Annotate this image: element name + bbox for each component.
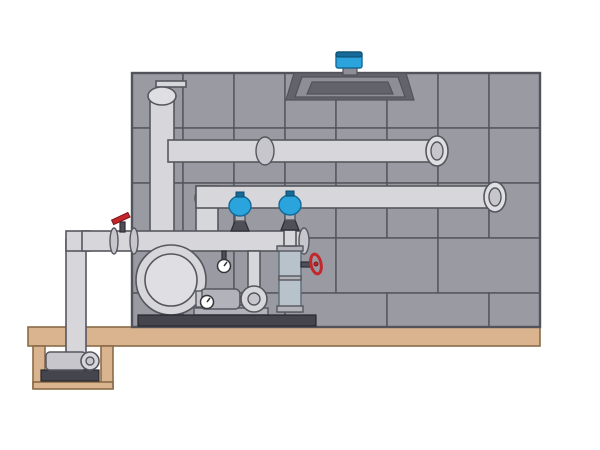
- floor-slab: [27, 326, 541, 347]
- manifold-flange: [109, 227, 119, 255]
- pipe-coupling: [255, 136, 275, 166]
- gauge-needle: [206, 297, 211, 303]
- pump-unit: [193, 285, 269, 316]
- butterfly-valve-handle: [110, 211, 131, 226]
- basin-interior: [306, 81, 394, 95]
- separator-vessel: [135, 244, 207, 316]
- tank-basin-opening: [285, 72, 415, 101]
- upper-pipe-end-cap-inner: [430, 141, 444, 161]
- standpipe-cap: [147, 86, 177, 106]
- tank-panel: [386, 292, 490, 328]
- filter-mid-band: [278, 275, 302, 281]
- valve-actuator-knob: [235, 191, 245, 198]
- tank-panel: [335, 237, 439, 294]
- tank-panel: [437, 237, 541, 294]
- tank-panel: [488, 292, 541, 328]
- pump-inlet: [247, 292, 261, 306]
- middle-pipe-end-cap-inner: [488, 187, 502, 207]
- filter-bottom-flange: [276, 305, 304, 313]
- level-sensor: [335, 51, 363, 76]
- valve-actuator-knob: [285, 190, 295, 197]
- control-valve-1: [228, 191, 252, 232]
- tank-panel: [488, 127, 541, 184]
- tank-panel: [488, 72, 541, 129]
- sump-pit: [32, 345, 114, 390]
- suction-manifold: [65, 211, 310, 356]
- sump-pump-base: [40, 369, 100, 382]
- filter-column-assembly: [276, 190, 323, 313]
- gauge-needle: [223, 261, 228, 267]
- butterfly-valve-stem: [119, 221, 126, 233]
- upper-pipe: [167, 135, 449, 167]
- sump-pump-end-hub: [85, 356, 95, 366]
- sump-pump-body: [45, 351, 87, 371]
- manifold-flange: [129, 227, 139, 255]
- valve-actuator-dome: [228, 195, 252, 217]
- valve-stem-pipe: [283, 229, 297, 247]
- separator-head: [144, 253, 198, 307]
- skid-frame-rail: [137, 314, 317, 327]
- drop-pipe: [65, 238, 87, 356]
- handwheel-hub: [313, 261, 319, 267]
- valve-actuator-dome: [278, 194, 302, 216]
- gauge-stem: [221, 250, 227, 261]
- tank-panel: [437, 72, 490, 129]
- red-handwheel: [309, 252, 323, 276]
- standpipe-body: [149, 95, 175, 239]
- middle-pipe: [194, 181, 507, 237]
- skid-frame: [137, 314, 317, 327]
- tank-panel: [182, 72, 235, 129]
- floor-platform: [27, 326, 541, 347]
- tank-panel: [233, 72, 286, 129]
- upper-pipe-body: [167, 139, 435, 163]
- overflow-pipe: [155, 80, 187, 88]
- pit-floor: [32, 381, 114, 390]
- sensor-top-band: [335, 51, 363, 58]
- overflow-line: [155, 80, 187, 88]
